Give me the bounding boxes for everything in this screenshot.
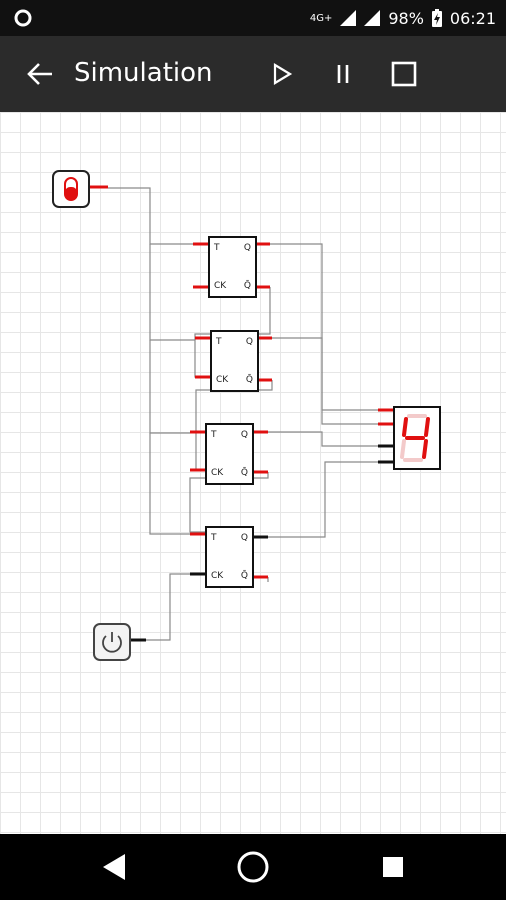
t-flip-flop-4[interactable]: T Q CK Q̄	[205, 526, 254, 588]
ff-pin-qbar: Q̄	[243, 281, 251, 291]
stop-icon	[391, 61, 417, 87]
circuit-canvas[interactable]: T Q CK Q̄ T Q CK Q̄ T Q CK Q̄ T Q CK Q̄	[0, 112, 506, 834]
battery-percent: 98%	[388, 8, 424, 28]
ff-pin-qbar: Q̄	[240, 468, 248, 478]
play-icon	[273, 63, 293, 85]
triangle-back-icon	[103, 854, 125, 880]
status-bar: 4G+ 98% 06:21	[0, 0, 506, 36]
ff-pin-qbar: Q̄	[245, 375, 253, 385]
circle-home-icon	[237, 851, 269, 883]
pause-button[interactable]	[323, 54, 363, 94]
ff-pin-ck: CK	[211, 571, 224, 581]
arrow-left-icon	[27, 63, 52, 85]
toggle-switch-icon	[64, 177, 78, 201]
toggle-switch-input[interactable]	[52, 170, 90, 208]
status-right: 4G+ 98% 06:21	[310, 0, 496, 36]
ff-pin-t: T	[211, 533, 217, 543]
nav-home-button[interactable]	[233, 847, 273, 887]
seven-segment-display[interactable]	[393, 406, 441, 470]
network-type: 4G+	[309, 12, 333, 24]
ff-pin-q: Q	[243, 243, 251, 253]
ff-pin-ck: CK	[216, 375, 229, 385]
wifi-signal-icon	[364, 10, 381, 26]
t-flip-flop-1[interactable]: T Q CK Q̄	[208, 236, 257, 298]
clock-input[interactable]	[93, 623, 131, 661]
ff-pin-t: T	[216, 337, 222, 347]
signal-icon	[340, 10, 357, 26]
t-flip-flop-2[interactable]: T Q CK Q̄	[210, 330, 259, 392]
pause-icon	[337, 65, 349, 83]
ff-pin-q: Q	[240, 533, 248, 543]
ff-pin-q: Q	[240, 430, 248, 440]
notification-circle-icon	[14, 9, 32, 27]
navigation-bar	[0, 834, 506, 900]
app-bar: Simulation	[0, 36, 506, 112]
clock-time: 06:21	[449, 8, 496, 28]
page-title: Simulation	[74, 58, 213, 88]
ff-pin-ck: CK	[211, 468, 224, 478]
play-button[interactable]	[262, 54, 302, 94]
ff-pin-q: Q	[245, 337, 253, 347]
ff-pin-t: T	[214, 243, 220, 253]
ff-pin-t: T	[211, 430, 217, 440]
nav-recents-button[interactable]	[373, 847, 413, 887]
back-button[interactable]	[20, 54, 60, 94]
battery-charging-icon	[431, 9, 442, 27]
stop-button[interactable]	[384, 54, 424, 94]
seven-segment-digit	[400, 414, 430, 462]
t-flip-flop-3[interactable]: T Q CK Q̄	[205, 423, 254, 485]
power-icon	[102, 632, 122, 653]
ff-pin-ck: CK	[214, 281, 227, 291]
ff-pin-qbar: Q̄	[240, 571, 248, 581]
nav-back-button[interactable]	[94, 847, 134, 887]
square-recents-icon	[383, 857, 403, 877]
wires-layer	[88, 185, 393, 642]
